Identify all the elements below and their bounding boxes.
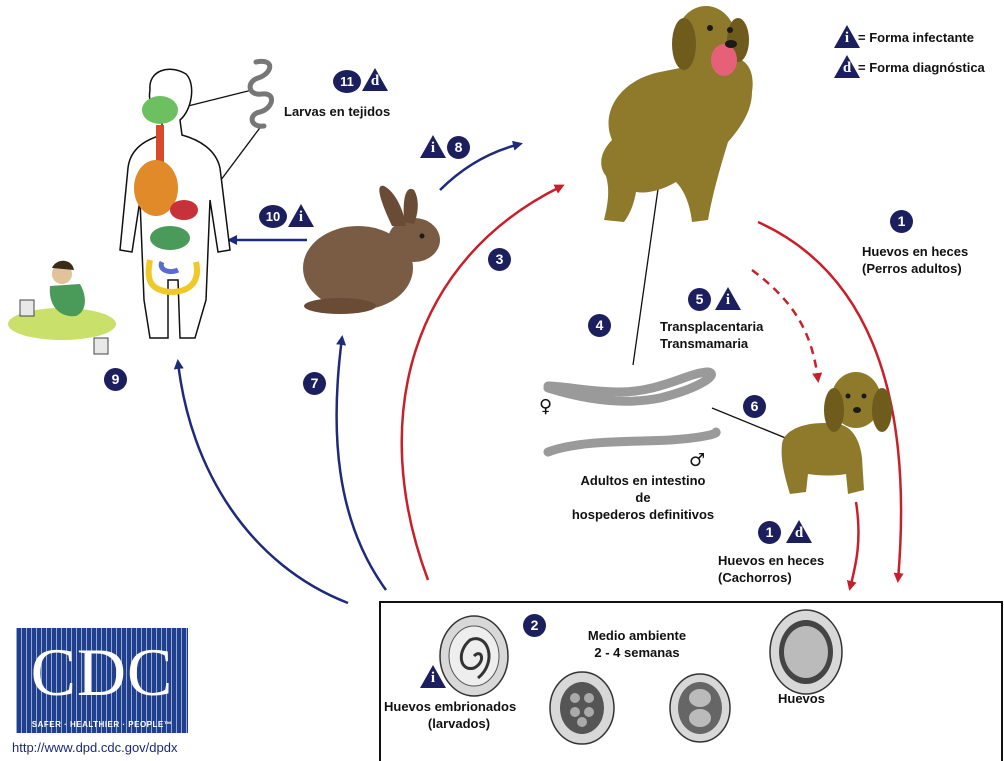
step-badge-1-puppy: 1 <box>758 521 781 544</box>
step-badge-2: 2 <box>523 614 546 637</box>
label-eggs-adult-dogs-line1: Huevos en heces <box>862 243 968 260</box>
label-adults-line2: de <box>538 489 748 506</box>
larva-illustration <box>250 61 271 126</box>
step-badge-8: 8 <box>447 136 470 159</box>
adult-dog-illustration <box>601 6 752 222</box>
arrow-environment-to-child <box>178 362 348 603</box>
infective-form-icon: i <box>420 665 446 688</box>
label-eggs-puppies-line1: Huevos en heces <box>718 552 824 569</box>
diagnostic-form-icon: d <box>786 520 812 543</box>
human-body-illustration <box>120 69 230 338</box>
label-adults-line1: Adultos en intestino <box>538 472 748 489</box>
step-badge-6: 6 <box>743 395 766 418</box>
legend-diagnostic-text: = Forma diagnóstica <box>858 60 985 75</box>
label-environment-line1: Medio ambiente <box>562 627 712 644</box>
step-badge-3: 3 <box>488 248 511 271</box>
cdc-logo-tagline: SAFER · HEALTHIER · PEOPLE™ <box>16 720 188 729</box>
label-male-symbol: ♂ <box>689 452 705 469</box>
cdc-logo: CDC SAFER · HEALTHIER · PEOPLE™ <box>16 628 188 733</box>
child-playing-illustration <box>8 261 116 354</box>
label-transmission-line1: Transplacentaria <box>660 318 763 335</box>
label-embryonated-line1: Huevos embrionados <box>384 698 516 715</box>
arrow-puppy-eggs <box>850 502 858 588</box>
diagnostic-form-icon: d <box>362 68 388 91</box>
label-eggs-adult-dogs-line2: (Perros adultos) <box>862 260 962 277</box>
puppy-illustration <box>782 372 892 494</box>
step-badge-5: 5 <box>688 288 711 311</box>
step-badge-4: 4 <box>588 314 611 337</box>
egg-embryonated-larva <box>440 616 508 696</box>
step-badge-7: 7 <box>303 372 326 395</box>
label-eggs: Huevos <box>778 690 825 707</box>
egg-cell-division <box>670 674 730 742</box>
label-adults-line3: hospederos definitivos <box>538 506 748 523</box>
infective-form-icon: i <box>288 204 314 227</box>
label-larvae-in-tissues: Larvas en tejidos <box>284 103 390 120</box>
legend-infective-text: = Forma infectante <box>858 30 974 45</box>
cdc-logo-text: CDC <box>16 636 188 708</box>
infective-form-icon: i <box>715 287 741 310</box>
label-transmission-line2: Transmamaria <box>660 335 748 352</box>
label-environment-line2: 2 - 4 semanas <box>562 644 712 661</box>
egg-morula <box>550 672 614 744</box>
adult-worms-illustration <box>548 372 716 452</box>
label-eggs-puppies-line2: (Cachorros) <box>718 569 792 586</box>
label-female-symbol: ♀ <box>539 398 552 415</box>
diagnostic-form-icon: d <box>834 55 860 78</box>
label-embryonated-line2: (larvados) <box>384 715 534 732</box>
step-badge-9: 9 <box>104 368 127 391</box>
infective-form-icon: i <box>834 25 860 48</box>
source-url: http://www.dpd.cdc.gov/dpdx <box>12 740 177 755</box>
pointer-line-dog-to-worms <box>633 175 660 365</box>
step-badge-1-adult: 1 <box>890 210 913 233</box>
infective-form-icon: i <box>420 135 446 158</box>
arrow-environment-to-rabbit <box>337 338 386 590</box>
step-badge-10: 10 <box>259 205 287 228</box>
egg-unembryonated-1 <box>770 610 842 694</box>
step-badge-11: 11 <box>333 70 361 93</box>
rabbit-illustration <box>303 186 440 314</box>
